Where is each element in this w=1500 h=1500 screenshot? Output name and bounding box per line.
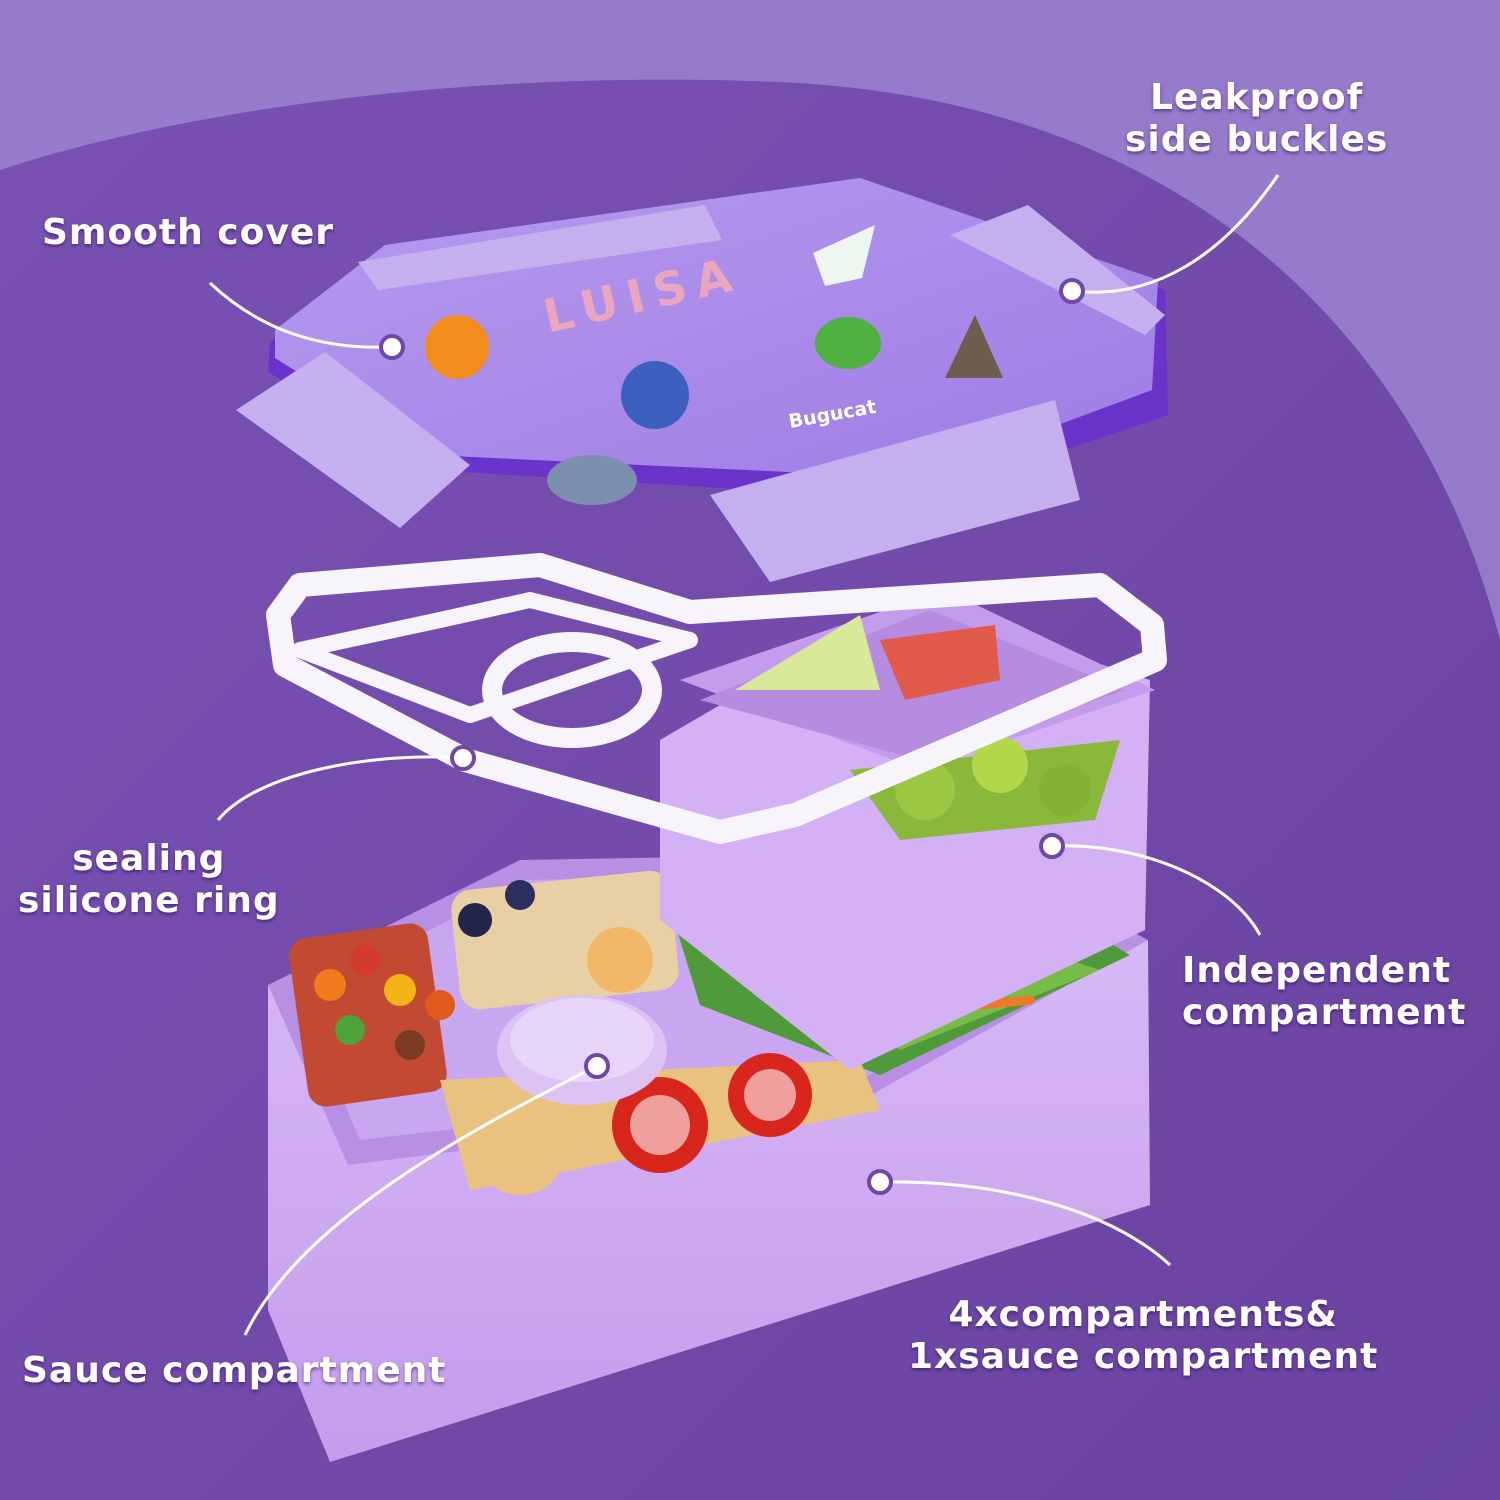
callout-independent-line-1: Independent xyxy=(1182,950,1452,991)
callout-sealing-line-2: silicone ring xyxy=(18,880,280,921)
background-arc xyxy=(0,0,1500,640)
callout-leakproof-line-1: Leakproof xyxy=(1150,77,1364,118)
callout-dots xyxy=(379,278,1085,1195)
callout-lines xyxy=(208,174,1280,1336)
callout-smooth-cover: Smooth cover xyxy=(42,212,334,254)
callout-leakproof-line-2: side buckles xyxy=(1125,119,1389,160)
silicone-ring xyxy=(266,553,1167,844)
shark-sticker xyxy=(547,455,637,505)
callout-smooth-cover-text: Smooth cover xyxy=(42,212,334,253)
volcano-sticker xyxy=(945,315,1003,378)
callout-independent-compartment: Independent compartment xyxy=(1182,950,1466,1034)
right-buckle xyxy=(950,205,1165,335)
dinosaur-sticker xyxy=(815,317,881,369)
back-buckle xyxy=(358,205,722,290)
front-buckle xyxy=(710,400,1080,582)
callout-sealing-ring: sealing silicone ring xyxy=(18,838,280,922)
callout-leakproof-buckles: Leakproof side buckles xyxy=(1125,77,1388,161)
cat-astronaut-sticker xyxy=(621,361,689,429)
callout-sauce-text: Sauce compartment xyxy=(22,1350,447,1391)
lunchbox-lid xyxy=(236,178,1168,582)
callout-sauce-compartment: Sauce compartment xyxy=(22,1350,447,1392)
callout-independent-line-2: compartment xyxy=(1182,992,1467,1033)
callout-compartments-line-1: 4xcompartments& xyxy=(948,1294,1338,1335)
callout-sealing-line-1: sealing xyxy=(72,838,226,879)
duck-sticker xyxy=(813,225,875,286)
callout-compartment-count: 4xcompartments& 1xsauce compartment xyxy=(908,1294,1378,1378)
left-buckle xyxy=(236,352,470,528)
callout-compartments-line-2: 1xsauce compartment xyxy=(908,1336,1379,1377)
orange-sticker xyxy=(425,315,489,379)
